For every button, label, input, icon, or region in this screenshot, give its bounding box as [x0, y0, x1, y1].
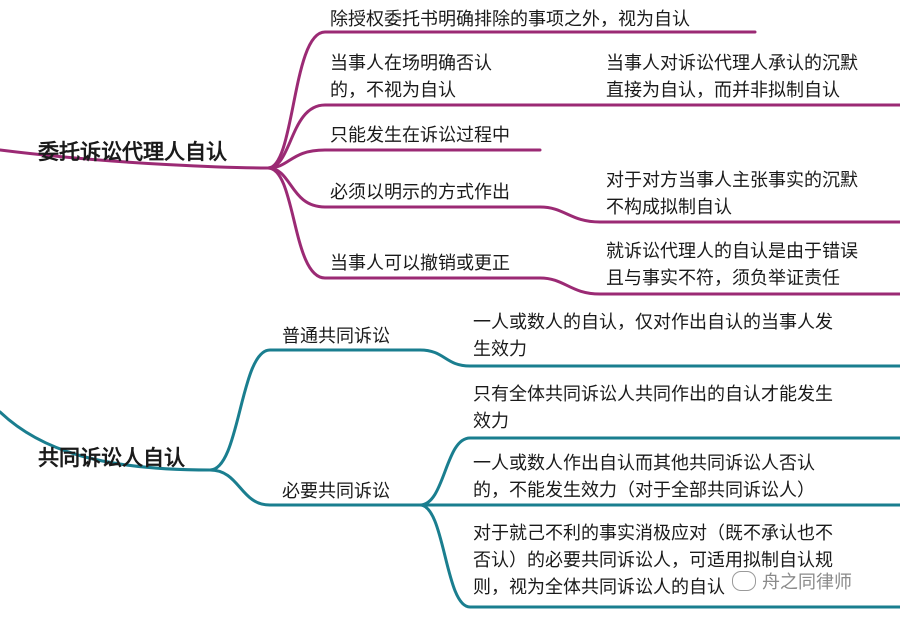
- connector-top-5-note: [538, 276, 900, 296]
- top-item-3: 只能发生在诉讼过程中: [330, 125, 510, 146]
- connector-top-5: [266, 166, 542, 280]
- connector-necessary-1: [418, 436, 900, 507]
- connector-top-2: [266, 103, 542, 170]
- necessary-child-2-line2: 的，不能发生效力（对于全部共同诉讼人）: [473, 480, 815, 501]
- top-item-5-note-line2: 且与事实不符，须负举证责任: [606, 268, 840, 289]
- watermark: 舟之同律师: [732, 568, 852, 594]
- watermark-text: 舟之同律师: [762, 572, 852, 593]
- top-item-5: 当事人可以撤销或更正: [330, 253, 510, 274]
- necessary-child-3-line2: 否认）的必要共同诉讼人，可适用拟制自认规: [473, 550, 833, 571]
- wechat-icon: [732, 571, 756, 591]
- connector-ordinary-note: [418, 348, 900, 368]
- top-item-2-line1: 当事人在场明确否认: [330, 53, 492, 74]
- top-item-4: 必须以明示的方式作出: [330, 182, 510, 203]
- necessary-child-3-line1: 对于就己不利的事实消极应对（既不承认也不: [473, 523, 833, 544]
- connector-necessary: [208, 468, 422, 507]
- necessary-joint-litigation: 必要共同诉讼: [282, 481, 390, 502]
- necessary-child-3-line3: 则，视为全体共同诉讼人的自认: [473, 577, 725, 598]
- connector-root-top-main: [0, 148, 270, 170]
- ordinary-note-line2: 生效力: [473, 339, 527, 360]
- top-item-2-note-line2: 直接为自认，而并非拟制自认: [606, 80, 840, 101]
- connector-necessary-3: [418, 503, 900, 609]
- top-item-2-note-line1: 当事人对诉讼代理人承认的沉默: [606, 53, 858, 74]
- necessary-child-2-line1: 一人或数人作出自认而其他共同诉讼人否认: [473, 453, 815, 474]
- connector-top-4-note: [538, 205, 900, 224]
- root-node-top: 委托诉讼代理人自认: [38, 140, 227, 164]
- root-node-bottom: 共同诉讼人自认: [38, 446, 185, 470]
- top-item-1: 除授权委托书明确排除的事项之外，视为自认: [330, 9, 690, 30]
- necessary-child-1-line2: 效力: [473, 411, 509, 432]
- top-item-2-line2: 的，不视为自认: [330, 80, 456, 101]
- top-item-4-note-line2: 不构成拟制自认: [606, 197, 732, 218]
- ordinary-joint-litigation: 普通共同诉讼: [282, 326, 390, 347]
- top-item-5-note-line1: 就诉讼代理人的自认是由于错误: [606, 241, 858, 262]
- connector-top-3: [266, 148, 542, 170]
- connector-top-1: [266, 30, 757, 170]
- ordinary-note-line1: 一人或数人的自认，仅对作出自认的当事人发: [473, 312, 833, 333]
- top-item-4-note-line1: 对于对方当事人主张事实的沉默: [606, 170, 858, 191]
- necessary-child-1-line1: 只有全体共同诉讼人共同作出的自认才能发生: [473, 384, 833, 405]
